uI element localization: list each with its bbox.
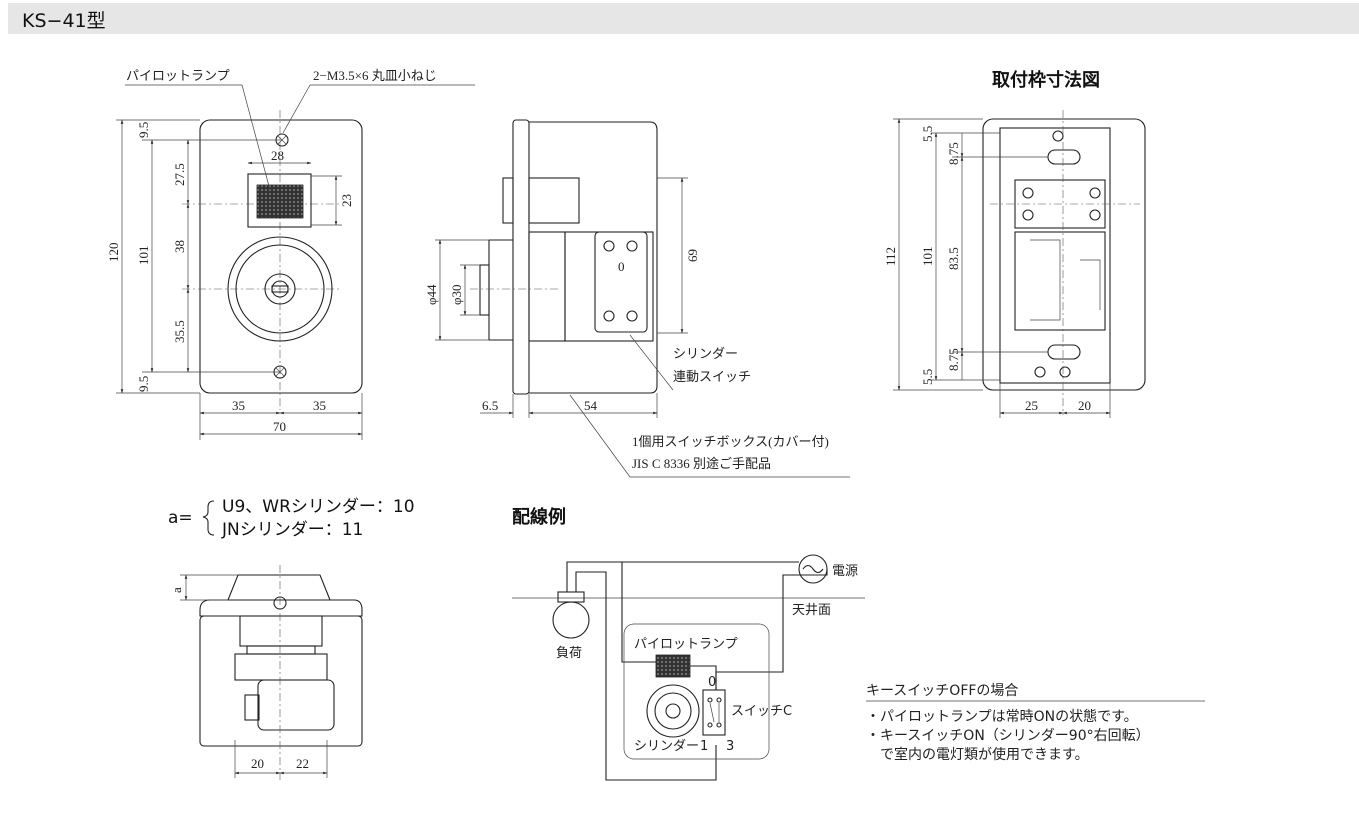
dim-side-d30: φ30 <box>449 284 464 305</box>
ceiling-label: 天井面 <box>792 603 831 618</box>
wiring-heading: 配線例 <box>512 506 566 528</box>
dim-frame-w20: 20 <box>1078 398 1091 413</box>
dim-front-half-right: 35 <box>313 398 326 413</box>
screw-label: 2−M3.5×6 丸皿小ねじ <box>313 68 437 83</box>
dim-front-key-to-screw: 35.5 <box>172 320 187 343</box>
dim-front-half-left: 35 <box>232 398 245 413</box>
title-bar: KS−41型 <box>8 3 1359 34</box>
dim-side-d54: 54 <box>584 398 598 413</box>
terminal-0-label: 0 <box>708 675 716 690</box>
dim-front-bottom-screw: 9.5 <box>136 376 151 392</box>
notes: キースイッチOFFの場合 ・パイロットランプは常時ONの状態です。 ・キースイッ… <box>866 683 1205 763</box>
legend-line-2: JNシリンダー：11 <box>221 520 363 540</box>
pilot-lamp-label: パイロットランプ <box>126 68 230 83</box>
dim-side-h69: 69 <box>685 249 700 262</box>
svg-text:0: 0 <box>618 259 625 274</box>
dim-front-height: 120 <box>106 243 121 263</box>
front-view: パイロットランプ 2−M3.5×6 丸皿小ねじ 120 101 9.5 9.5 … <box>106 68 475 440</box>
pilot-lamp <box>256 184 304 219</box>
key-cylinder-wiring-icon <box>646 684 700 738</box>
dim-frame-top-55: 5.5 <box>920 126 935 142</box>
dim-front-top-screw: 9.5 <box>136 122 151 138</box>
dim-side-d44: φ44 <box>424 284 439 305</box>
load-lamp-icon <box>552 591 590 639</box>
dim-lamp-width: 28 <box>271 148 284 163</box>
dim-frame-h112: 112 <box>883 247 898 266</box>
load-label: 負荷 <box>556 646 582 661</box>
dim-front-to-lamp: 27.5 <box>172 163 187 186</box>
notes-line-3: で室内の電灯類が使用できます。 <box>866 746 1089 763</box>
dim-side-t65: 6.5 <box>482 398 498 413</box>
page-title: KS−41型 <box>22 10 106 32</box>
cylinder-label: シリンダー <box>634 739 699 754</box>
pilot-lamp-wiring-label: パイロットランプ <box>634 637 738 652</box>
switch-c-label: スイッチC <box>731 704 792 719</box>
legend-prefix: a= <box>168 508 193 528</box>
cyl-switch-label-2: 連動スイッチ <box>673 369 751 384</box>
dim-front-inner: 101 <box>136 246 151 266</box>
box-label-1: 1個用スイッチボックス(カバー付) <box>632 434 829 449</box>
dim-frame-h835: 83.5 <box>946 247 961 270</box>
box-label-2: JIS C 8336 別途ご手配品 <box>632 456 771 471</box>
terminal-3-label: 3 <box>726 739 734 754</box>
dim-bottom-w20: 20 <box>251 756 264 771</box>
dim-front-lamp-to-key: 38 <box>172 240 187 253</box>
ac-power-icon <box>798 554 828 584</box>
notes-line-2: ・キースイッチON（シリンダー90°右回転） <box>866 728 1150 744</box>
dim-bottom-w22: 22 <box>296 756 309 771</box>
switch-c-icon <box>702 689 726 736</box>
wiring-diagram: 配線例 電源 天井面 負荷 パイロットランプ <box>512 506 865 781</box>
dim-front-width: 70 <box>273 419 286 434</box>
dim-frame-h101: 101 <box>920 247 935 267</box>
dim-frame-bottom-55: 5.5 <box>920 369 935 385</box>
pilot-lamp-wiring <box>655 654 691 678</box>
notes-line-1: ・パイロットランプは常時ONの状態です。 <box>866 709 1138 725</box>
notes-heading: キースイッチOFFの場合 <box>866 683 1018 699</box>
power-label: 電源 <box>832 564 858 579</box>
bottom-view: a 20 22 <box>169 565 363 780</box>
legend-line-1: U9、WRシリンダー：10 <box>222 497 415 517</box>
terminal-1-label: 1 <box>700 739 708 754</box>
legend: a= U9、WRシリンダー：10 JNシリンダー：11 <box>168 497 415 540</box>
dim-frame-bottom-875: 8.75 <box>946 348 961 371</box>
dim-frame-w25: 25 <box>1025 398 1038 413</box>
dim-bottom-a: a <box>169 587 184 593</box>
key-cylinder-icon <box>227 236 333 342</box>
side-view: 0 φ44 φ30 69 6.5 54 シリンダー 連動スイッチ 1個用スイッチ… <box>424 119 850 478</box>
dim-frame-top-875: 8.75 <box>946 142 961 165</box>
cyl-switch-label-1: シリンダー <box>673 346 738 361</box>
mount-frame-heading: 取付枠寸法図 <box>992 69 1100 91</box>
mount-frame: 取付枠寸法図 112 101 5.5 5.5 8.75 83.5 <box>883 69 1146 418</box>
dim-lamp-height: 23 <box>339 194 354 207</box>
